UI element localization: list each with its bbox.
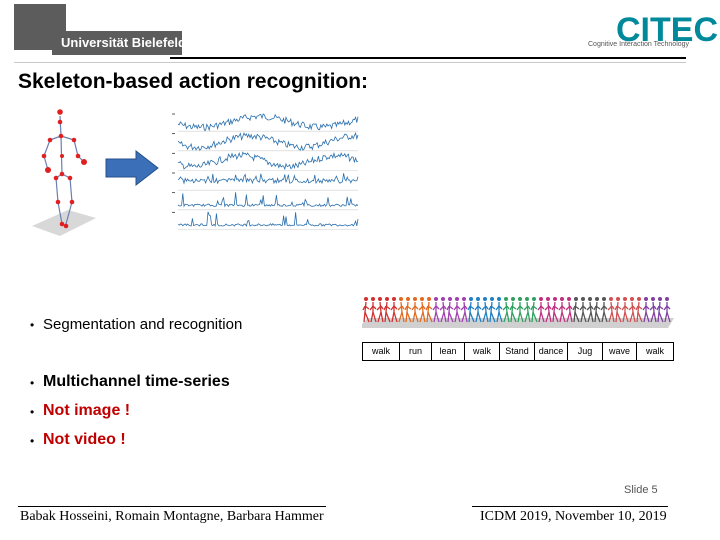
strip-figure	[551, 297, 559, 323]
action-label-cell: walk	[645, 346, 664, 356]
strip-figure	[390, 297, 398, 323]
strip-figure	[593, 297, 601, 323]
strip-figure	[369, 297, 377, 323]
action-label-cell: dance	[535, 343, 568, 360]
strip-figure	[509, 297, 517, 323]
slide-number: Slide 5	[624, 484, 658, 496]
action-label-cell: walk	[465, 343, 500, 360]
strip-figure	[635, 297, 643, 323]
strip-figure	[544, 297, 552, 323]
strip-figure	[362, 297, 370, 323]
action-label-cell: wave	[603, 343, 637, 360]
citec-logo: CITEC Cognitive Interaction Technology	[586, 11, 718, 52]
strip-figure	[572, 297, 580, 323]
bullet-not-video: Not video !	[43, 431, 126, 448]
header-divider	[170, 57, 686, 59]
strip-figure	[383, 297, 391, 323]
strip-figure	[656, 297, 664, 323]
strip-figure	[621, 297, 629, 323]
strip-figure	[425, 297, 433, 323]
strip-figure	[453, 297, 461, 323]
strip-figure	[530, 297, 538, 323]
multichannel-timeseries	[172, 113, 359, 230]
strip-figure	[607, 297, 615, 323]
footer-conference: ICDM 2019, November 10, 2019	[480, 509, 667, 524]
footer-divider-right	[472, 506, 668, 507]
timeseries-channel-line	[177, 131, 359, 151]
bullet-multichannel: Multichannel time-series	[43, 373, 230, 390]
timeseries-channel-line	[177, 173, 359, 185]
strip-figure	[649, 297, 657, 323]
strip-figure	[376, 297, 384, 323]
footer-divider-left	[18, 506, 326, 507]
strip-figure	[397, 297, 405, 323]
strip-figure	[537, 297, 545, 323]
university-logo-text: Universität Bielefeld	[61, 35, 186, 50]
strip-figure	[481, 297, 489, 323]
strip-figure	[404, 297, 412, 323]
bullet-marker: •	[30, 318, 35, 332]
strip-figure	[446, 297, 454, 323]
strip-figure	[439, 297, 447, 323]
strip-figure	[432, 297, 440, 323]
action-label-cell: lean	[432, 343, 465, 360]
arrow-right-icon	[105, 150, 159, 186]
timeseries-channel-line	[177, 192, 359, 208]
timeseries-channels	[172, 113, 359, 230]
timeseries-channel-line	[177, 211, 359, 227]
strip-figure	[474, 297, 482, 323]
strip-figure	[565, 297, 573, 323]
strip-figure	[600, 297, 608, 323]
strip-figure	[488, 297, 496, 323]
action-label-cell: Jug	[568, 343, 603, 360]
strip-figure	[495, 297, 503, 323]
strip-figure	[411, 297, 419, 323]
timeseries-channel-line	[177, 113, 359, 132]
strip-figure	[558, 297, 566, 323]
strip-figure	[467, 297, 475, 323]
skeleton-joints	[41, 109, 87, 229]
bullet-marker: •	[30, 376, 35, 390]
strip-figure	[614, 297, 622, 323]
bullet-marker: •	[30, 434, 35, 448]
strip-figure	[586, 297, 594, 323]
action-label-cell: walk	[363, 343, 400, 360]
strip-figures	[362, 297, 671, 323]
strip-figure	[460, 297, 468, 323]
strip-figure	[523, 297, 531, 323]
action-label-cell: run	[400, 343, 432, 360]
header-divider-thin	[14, 62, 686, 63]
timeseries-channel-line	[177, 151, 359, 171]
university-logo: Universität Bielefeld	[14, 4, 186, 55]
university-logo-bar: Universität Bielefeld	[52, 31, 186, 55]
action-label-cell: Stand	[500, 343, 535, 360]
strip-figure	[642, 297, 650, 323]
bullet-segmentation: Segmentation and recognition	[43, 316, 243, 333]
skeleton-figure	[32, 109, 96, 236]
footer-authors: Babak Hosseini, Romain Montagne, Barbara…	[20, 509, 324, 524]
strip-figure	[502, 297, 510, 323]
citec-tagline: Cognitive Interaction Technology	[588, 41, 690, 48]
bullet-not-image: Not image !	[43, 402, 131, 419]
bullet-marker: •	[30, 405, 35, 419]
strip-figure	[579, 297, 587, 323]
strip-figure	[516, 297, 524, 323]
action-sequence-strip	[362, 297, 674, 328]
strip-floor	[362, 318, 674, 328]
citec-logo-text: CITEC	[616, 11, 718, 49]
strip-figure	[628, 297, 636, 323]
strip-figure	[418, 297, 426, 323]
slide-title: Skeleton-based action recognition:	[18, 70, 369, 93]
strip-figure	[663, 297, 671, 323]
